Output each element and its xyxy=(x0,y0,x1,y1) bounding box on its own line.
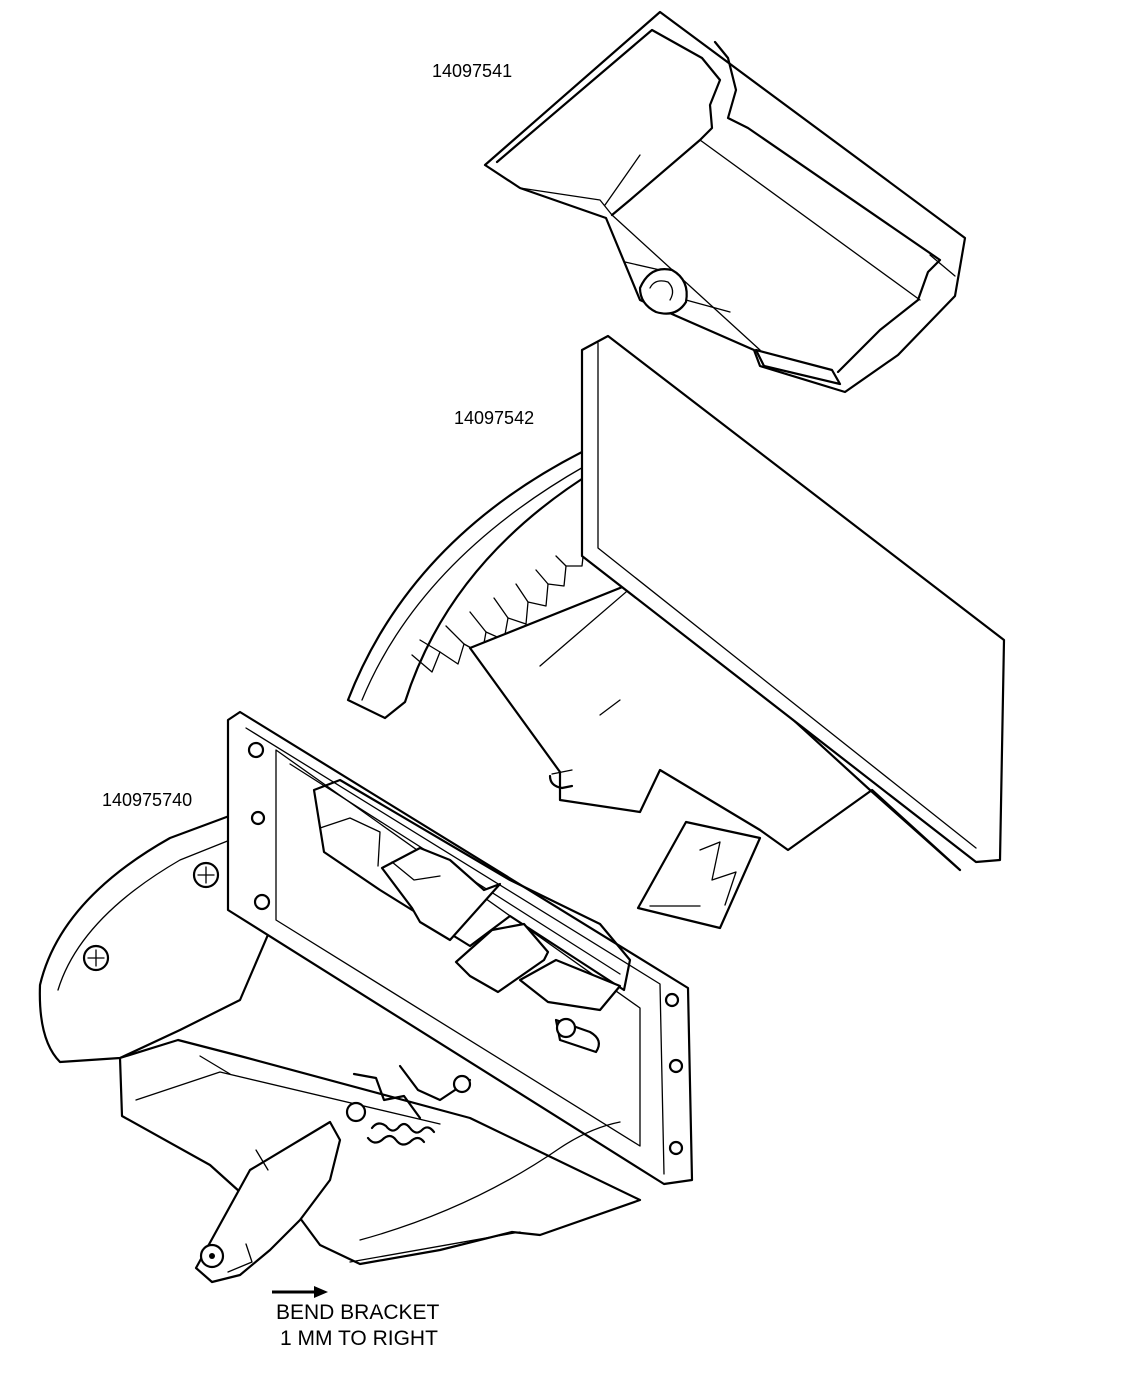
ashtray-insert-part xyxy=(483,10,967,394)
part-number-top: 14097541 xyxy=(432,61,512,81)
note-line-2: 1 MM TO RIGHT xyxy=(280,1327,438,1350)
right-arrow-icon xyxy=(272,1286,328,1298)
ashtray-housing-part xyxy=(38,710,694,1284)
part-number-bottom: 140975740 xyxy=(102,790,192,810)
bend-bracket-note: BEND BRACKET 1 MM TO RIGHT xyxy=(272,1286,440,1350)
part-number-middle: 14097542 xyxy=(454,408,534,428)
ashtray-door-part xyxy=(346,334,1006,930)
note-line-1: BEND BRACKET xyxy=(276,1301,440,1324)
